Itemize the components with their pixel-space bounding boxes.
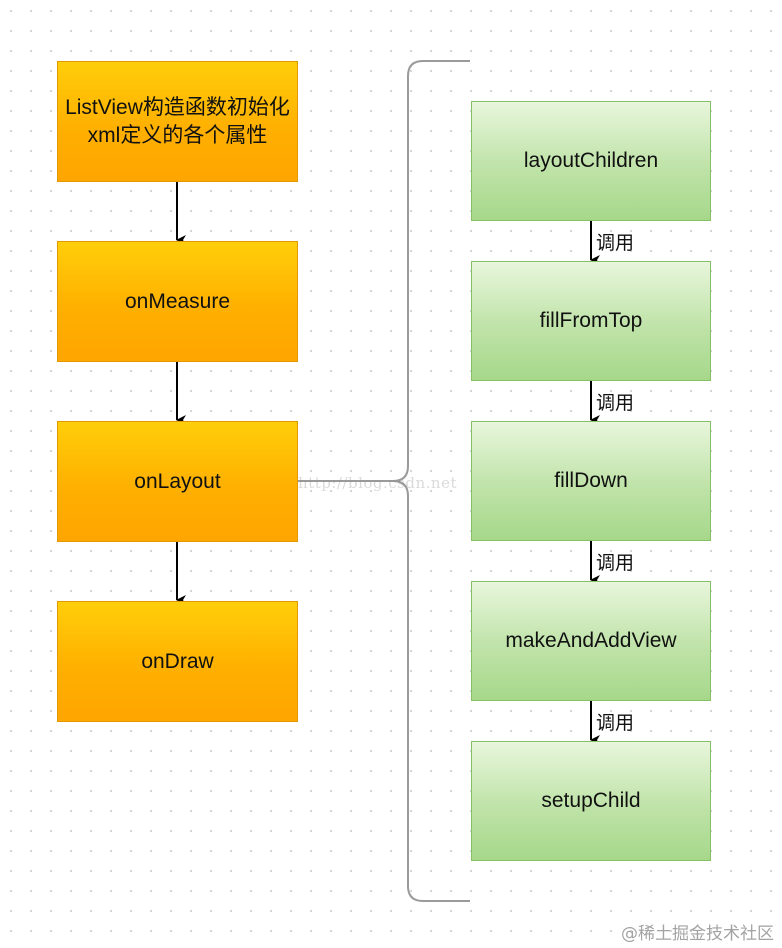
onlayout-box: onLayout [57,421,298,542]
layoutchildren-box: layoutChildren [471,101,711,221]
onmeasure-label: onMeasure [124,289,231,313]
makeandaddview-label: makeAndAddView [505,629,677,652]
call-label: 调用 [596,232,635,254]
onmeasure-box: onMeasure [57,241,298,362]
ondraw-box: onDraw [57,601,298,722]
fillfromtop-label: fillFromTop [539,309,643,332]
watermark-text: http://blog.csdn.net [298,474,457,492]
ondraw-label: onDraw [141,649,214,673]
setupchild-box: setupChild [471,741,711,861]
call-label: 调用 [596,552,635,574]
setupchild-label: setupChild [541,789,641,812]
fillfromtop-box: fillFromTop [471,261,711,381]
listview-constructor-box: ListView构造函数初始化xml定义的各个属性 [57,61,298,182]
call-label: 调用 [596,392,635,414]
call-label: 调用 [596,712,635,734]
filldown-box: fillDown [471,421,711,541]
onlayout-label: onLayout [134,469,221,493]
makeandaddview-box: makeAndAddView [471,581,711,701]
listview-constructor-label: ListView构造函数初始化xml定义的各个属性 [65,95,290,147]
footer-credit: @稀土掘金技术社区 [621,924,774,944]
filldown-label: fillDown [554,469,628,492]
layoutchildren-label: layoutChildren [523,149,659,172]
